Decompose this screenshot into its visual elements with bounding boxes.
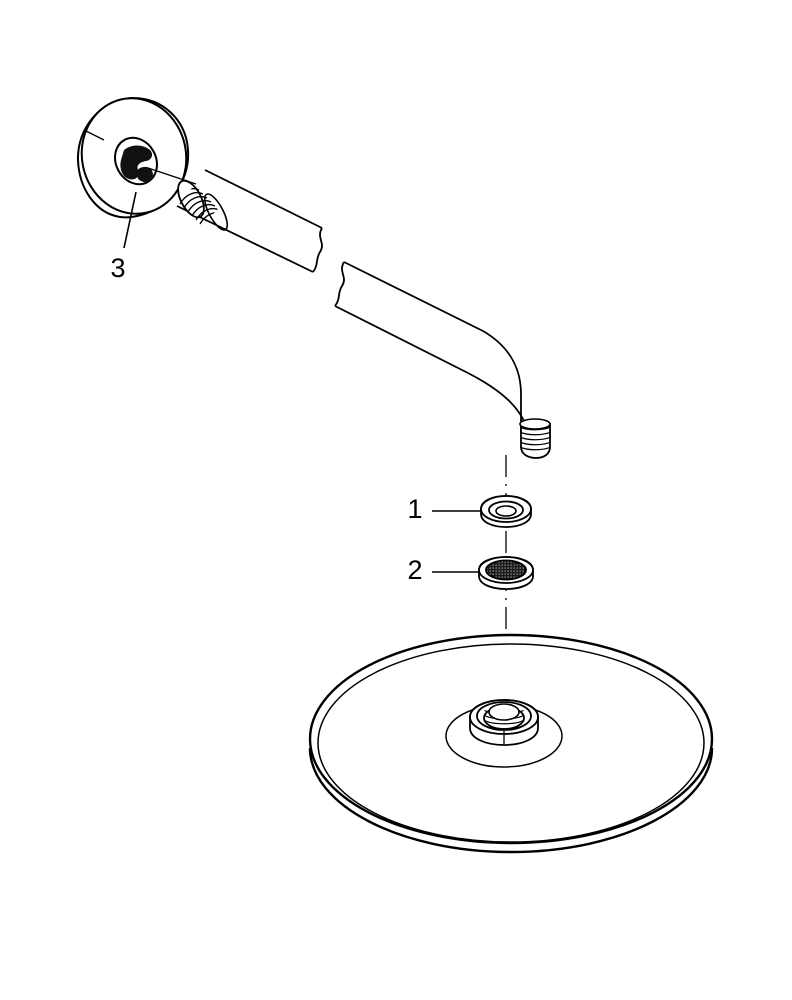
o-ring-bore xyxy=(495,505,517,517)
callout-group-3: 3 xyxy=(110,191,137,283)
callout-3-number: 3 xyxy=(110,253,125,283)
nipple-thread-end xyxy=(203,193,229,231)
callout-2-number: 2 xyxy=(407,555,422,585)
arm-break-symbol-right xyxy=(334,261,345,307)
callout-group-2: 2 xyxy=(407,555,479,585)
part-shower-arm xyxy=(147,167,551,459)
escutcheon-edge-tick xyxy=(83,129,105,141)
arm-outlet-thread xyxy=(519,418,551,459)
part-escutcheon xyxy=(76,96,190,219)
arm-inner-edge xyxy=(343,261,522,433)
callout-3-leader xyxy=(123,191,137,249)
arm-break-symbol-left xyxy=(312,227,323,273)
arm-outlet-top-ellipse xyxy=(519,418,551,430)
callout-group-1: 1 xyxy=(407,494,481,524)
part-washer-o-ring xyxy=(480,495,532,528)
callout-1-number: 1 xyxy=(407,494,422,524)
head-inner-rim xyxy=(317,643,705,843)
part-filter-screen xyxy=(478,556,534,590)
head-boss-bore xyxy=(488,703,520,721)
arm-threaded-nipple xyxy=(176,179,229,231)
escutcheon-bore-shading xyxy=(120,145,153,183)
nipple-end-face xyxy=(177,179,205,219)
arm-upper-upper-edge xyxy=(204,169,323,229)
part-shower-head xyxy=(308,633,714,854)
arm-outer-edge xyxy=(334,305,530,437)
filter-mesh-outline xyxy=(485,559,527,581)
